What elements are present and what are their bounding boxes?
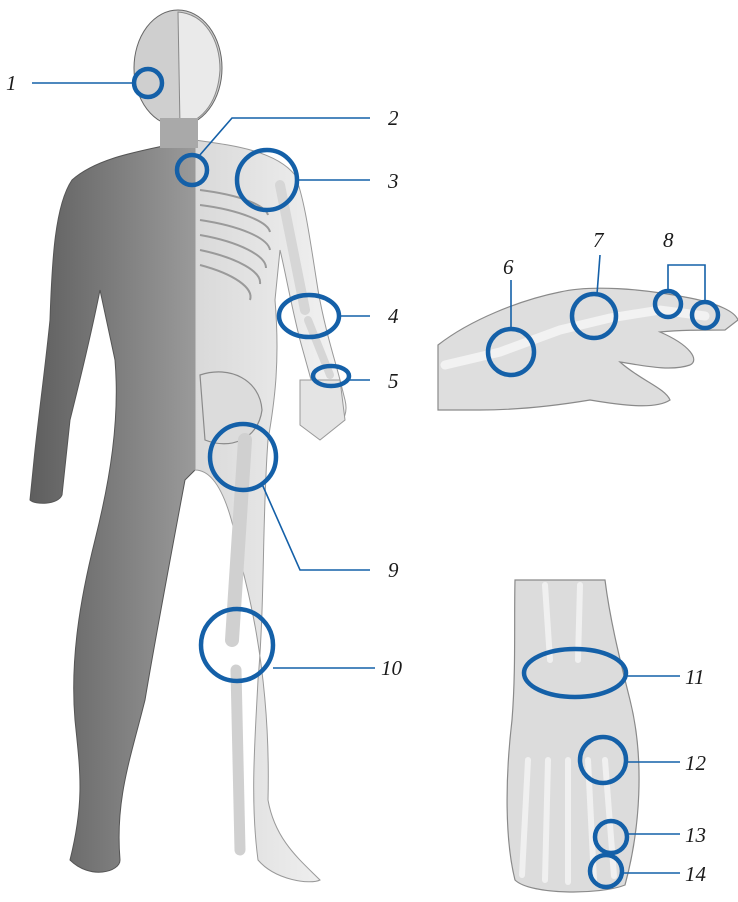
hand-skeleton [300, 380, 345, 440]
skin-body-half [195, 140, 346, 882]
label-12: 12 [685, 751, 707, 775]
label-14: 14 [685, 862, 707, 886]
foot-silhouette [507, 580, 639, 892]
label-6: 6 [503, 255, 514, 279]
label-11: 11 [685, 665, 704, 689]
label-13: 13 [685, 823, 706, 847]
tibia [236, 670, 240, 850]
label-4: 4 [388, 304, 399, 328]
neck [160, 118, 198, 148]
muscle-body-half [30, 140, 195, 872]
label-9: 9 [388, 558, 399, 582]
label-7: 7 [593, 228, 605, 252]
label-10: 10 [381, 656, 403, 680]
label-1: 1 [6, 71, 17, 95]
label-8: 8 [663, 228, 674, 252]
human-figure [30, 10, 346, 882]
label-3: 3 [387, 169, 399, 193]
skull-half [178, 12, 220, 126]
label-2: 2 [388, 106, 399, 130]
foot-detail [507, 580, 639, 892]
label-5: 5 [388, 369, 399, 393]
